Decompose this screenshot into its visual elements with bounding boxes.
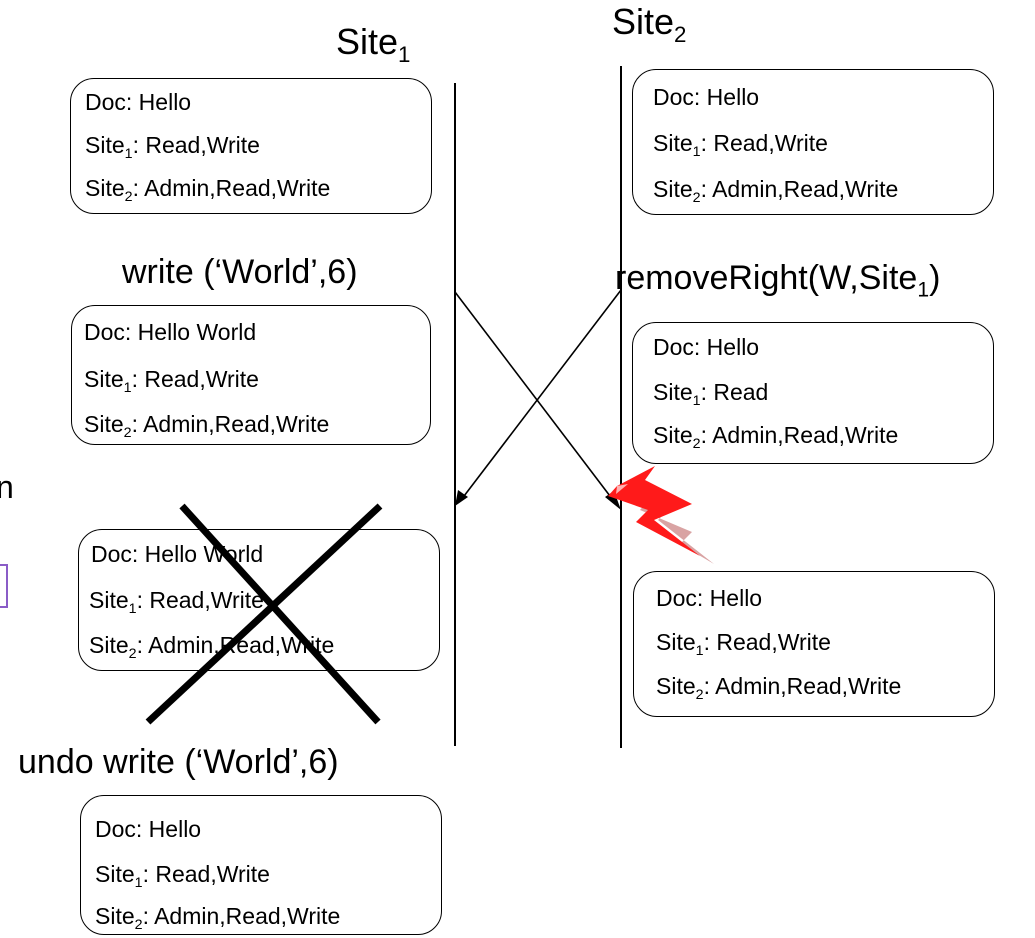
- site2-title: Site2: [612, 1, 686, 46]
- doc-line: Doc: Hello World: [91, 541, 264, 567]
- rights-site-name: Site: [89, 632, 129, 658]
- site1-after-write-state: Doc: Hello World Site1: Read,Write Site2…: [71, 305, 431, 445]
- site1-title-sub: 1: [398, 41, 411, 67]
- rights-value: : Read: [700, 379, 769, 405]
- rights-site-name: Site: [85, 175, 125, 201]
- site2-title-sub: 2: [674, 21, 687, 47]
- rights-value: : Read,Write: [700, 130, 828, 156]
- rights-value: : Read,Write: [132, 132, 260, 158]
- undo-op-label: undo write (‘World’,6): [18, 743, 339, 781]
- site2-rights-line: Site2: Admin,Read,Write: [95, 902, 341, 933]
- cross-line-2: [145, 503, 383, 725]
- write-message-arrow: [454, 291, 614, 501]
- remove-right-message-arrow: [460, 289, 622, 501]
- site2-rights-line: Site2: Admin,Read,Write: [85, 174, 331, 205]
- site1-rights-line: Site1: Read,Write: [84, 365, 259, 396]
- site1-rights-line: Site1: Read,Write: [85, 131, 260, 162]
- rights-site-sub: 2: [124, 188, 133, 205]
- doc-line: Doc: Hello: [85, 89, 192, 115]
- rights-value: : Read,Write: [131, 366, 259, 392]
- doc-line: Doc: Hello: [95, 816, 202, 842]
- rights-value: : Admin,Read,Write: [136, 632, 335, 658]
- rights-site-name: Site: [95, 903, 135, 929]
- site2-after-receive-state: Doc: Hello Site1: Read,Write Site2: Admi…: [633, 571, 995, 717]
- remove-right-op-label: removeRight(W,Site1): [615, 258, 941, 302]
- rights-site-name: Site: [656, 629, 696, 655]
- site2-rights-line: Site2: Admin,Read,Write: [656, 672, 902, 703]
- rights-site-sub: 2: [695, 686, 704, 703]
- rights-site-sub: 1: [128, 600, 137, 617]
- site2-rights-line: Site2: Admin,Read,Write: [84, 410, 330, 441]
- site2-rights-line: Site2: Admin,Read,Write: [653, 175, 899, 206]
- doc-line: Doc: Hello: [653, 84, 760, 110]
- site1-rights-line: Site1: Read: [653, 378, 769, 409]
- rights-site-sub: 1: [692, 143, 701, 160]
- rights-site-name: Site: [84, 411, 124, 437]
- site1-title-name: Site: [336, 21, 399, 62]
- rights-site-sub: 2: [134, 916, 143, 933]
- rights-site-sub: 2: [128, 645, 137, 662]
- doc-line: Doc: Hello World: [84, 319, 257, 345]
- edge-text-fragment: n: [0, 469, 14, 505]
- site1-title: Site1: [336, 21, 410, 66]
- accent-box-fragment: [0, 564, 8, 608]
- rights-value: : Admin,Read,Write: [703, 673, 902, 699]
- rights-site-name: Site: [85, 132, 125, 158]
- rights-value: : Read,Write: [136, 587, 264, 613]
- site1-rights-line: Site1: Read,Write: [656, 628, 831, 659]
- lightning-highlight-icon: [616, 484, 628, 494]
- rights-site-name: Site: [95, 861, 135, 887]
- rights-site-name: Site: [653, 379, 693, 405]
- remove-right-sub: 1: [917, 278, 930, 302]
- site2-title-name: Site: [612, 1, 675, 42]
- site2-after-remove-state: Doc: Hello Site1: Read Site2: Admin,Read…: [632, 322, 994, 464]
- rights-site-sub: 2: [123, 424, 132, 441]
- lightning-icon: [608, 466, 700, 556]
- rights-site-name: Site: [84, 366, 124, 392]
- rights-value: : Admin,Read,Write: [700, 176, 899, 202]
- remove-right-prefix: removeRight(W,Site: [615, 259, 918, 297]
- site1-rights-line: Site1: Read,Write: [653, 129, 828, 160]
- doc-line: Doc: Hello: [656, 585, 763, 611]
- rights-site-name: Site: [653, 422, 693, 448]
- rights-site-sub: 1: [695, 642, 704, 659]
- rights-site-sub: 1: [124, 145, 133, 162]
- site1-rights-line: Site1: Read,Write: [95, 860, 270, 891]
- site1-discarded-state: Doc: Hello World Site1: Read,Write Site2…: [78, 529, 440, 671]
- rights-value: : Admin,Read,Write: [132, 175, 331, 201]
- write-op-label: write (‘World’,6): [122, 253, 358, 291]
- site2-rights-line: Site2: Admin,Read,Write: [653, 421, 899, 452]
- rights-site-name: Site: [653, 176, 693, 202]
- rights-site-sub: 1: [692, 392, 701, 409]
- doc-line: Doc: Hello: [653, 334, 760, 360]
- rights-site-name: Site: [89, 587, 129, 613]
- cross-line-1: [179, 503, 381, 725]
- rights-site-sub: 1: [134, 874, 143, 891]
- rights-value: : Admin,Read,Write: [700, 422, 899, 448]
- rights-value: : Read,Write: [703, 629, 831, 655]
- remove-right-arrowhead: [455, 490, 468, 506]
- remove-right-suffix: ): [929, 259, 941, 297]
- rights-site-name: Site: [653, 130, 693, 156]
- site1-after-undo-state: Doc: Hello Site1: Read,Write Site2: Admi…: [80, 795, 442, 935]
- site2-initial-state: Doc: Hello Site1: Read,Write Site2: Admi…: [632, 69, 994, 215]
- rights-value: : Admin,Read,Write: [131, 411, 330, 437]
- site2-rights-line: Site2: Admin,Read,Write: [89, 631, 335, 662]
- site1-rights-line: Site1: Read,Write: [89, 586, 264, 617]
- rights-site-sub: 2: [692, 435, 701, 452]
- rights-site-name: Site: [656, 673, 696, 699]
- rights-value: : Admin,Read,Write: [142, 903, 341, 929]
- rights-value: : Read,Write: [142, 861, 270, 887]
- rights-site-sub: 1: [123, 379, 132, 396]
- rights-site-sub: 2: [692, 189, 701, 206]
- site1-initial-state: Doc: Hello Site1: Read,Write Site2: Admi…: [70, 78, 432, 214]
